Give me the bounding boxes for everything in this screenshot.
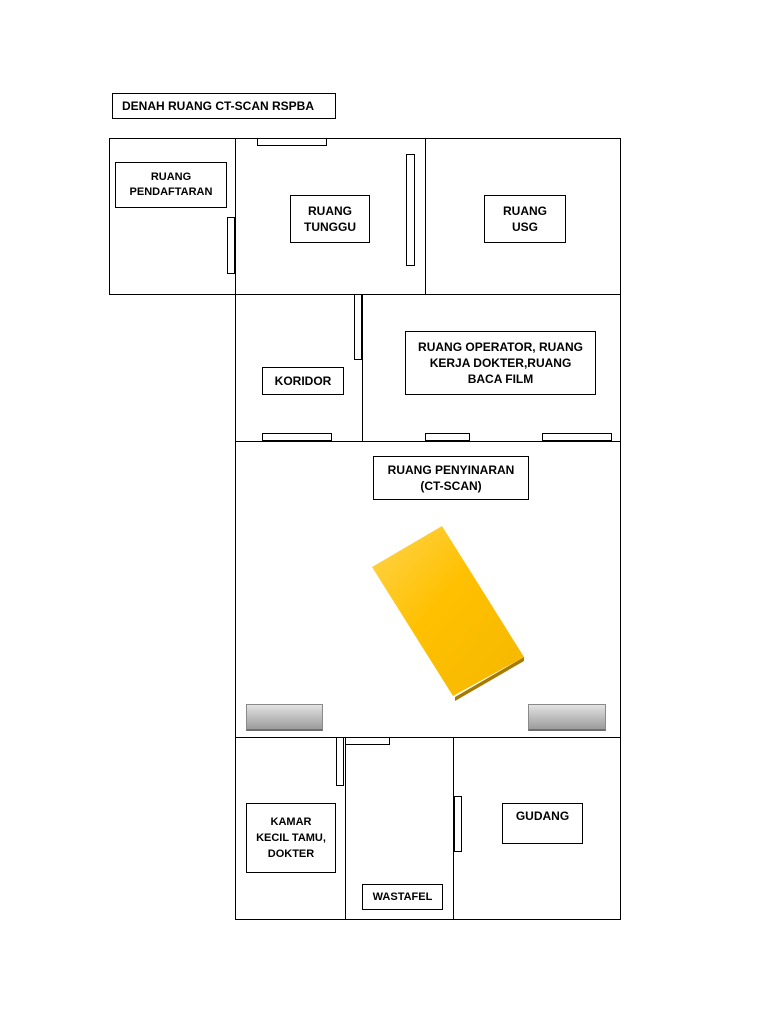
- door-operator-bottom-left: [425, 433, 470, 441]
- door-tunggu-top: [257, 138, 327, 146]
- ct-bed-edge: [455, 657, 524, 701]
- door-gudang: [454, 796, 462, 852]
- door-operator-bottom-right: [542, 433, 612, 441]
- door-wastafel-top: [345, 737, 390, 745]
- ct-scanner-bed: [372, 526, 524, 701]
- door-koridor-side: [354, 294, 362, 360]
- door-kamar-kecil: [336, 737, 344, 786]
- bench-left: [246, 704, 323, 731]
- label-koridor: KORIDOR: [262, 367, 344, 395]
- ct-bed-top: [372, 526, 524, 696]
- label-kamar-kecil: KAMAR KECIL TAMU, DOKTER: [246, 803, 336, 873]
- door-koridor-bottom: [262, 433, 332, 441]
- bench-right: [528, 704, 606, 731]
- label-wastafel: WASTAFEL: [362, 884, 443, 910]
- door-pendaftaran-side: [227, 217, 235, 274]
- label-tunggu: RUANG TUNGGU: [290, 195, 370, 243]
- partition-tunggu: [406, 154, 415, 266]
- label-usg: RUANG USG: [484, 195, 566, 243]
- label-penyinaran: RUANG PENYINARAN (CT-SCAN): [373, 456, 529, 500]
- label-pendaftaran: RUANG PENDAFTARAN: [115, 162, 227, 208]
- room-gudang: [453, 737, 621, 920]
- label-operator: RUANG OPERATOR, RUANG KERJA DOKTER,RUANG…: [405, 331, 596, 395]
- label-gudang: GUDANG: [502, 803, 583, 844]
- diagram-title: DENAH RUANG CT-SCAN RSPBA: [112, 93, 336, 119]
